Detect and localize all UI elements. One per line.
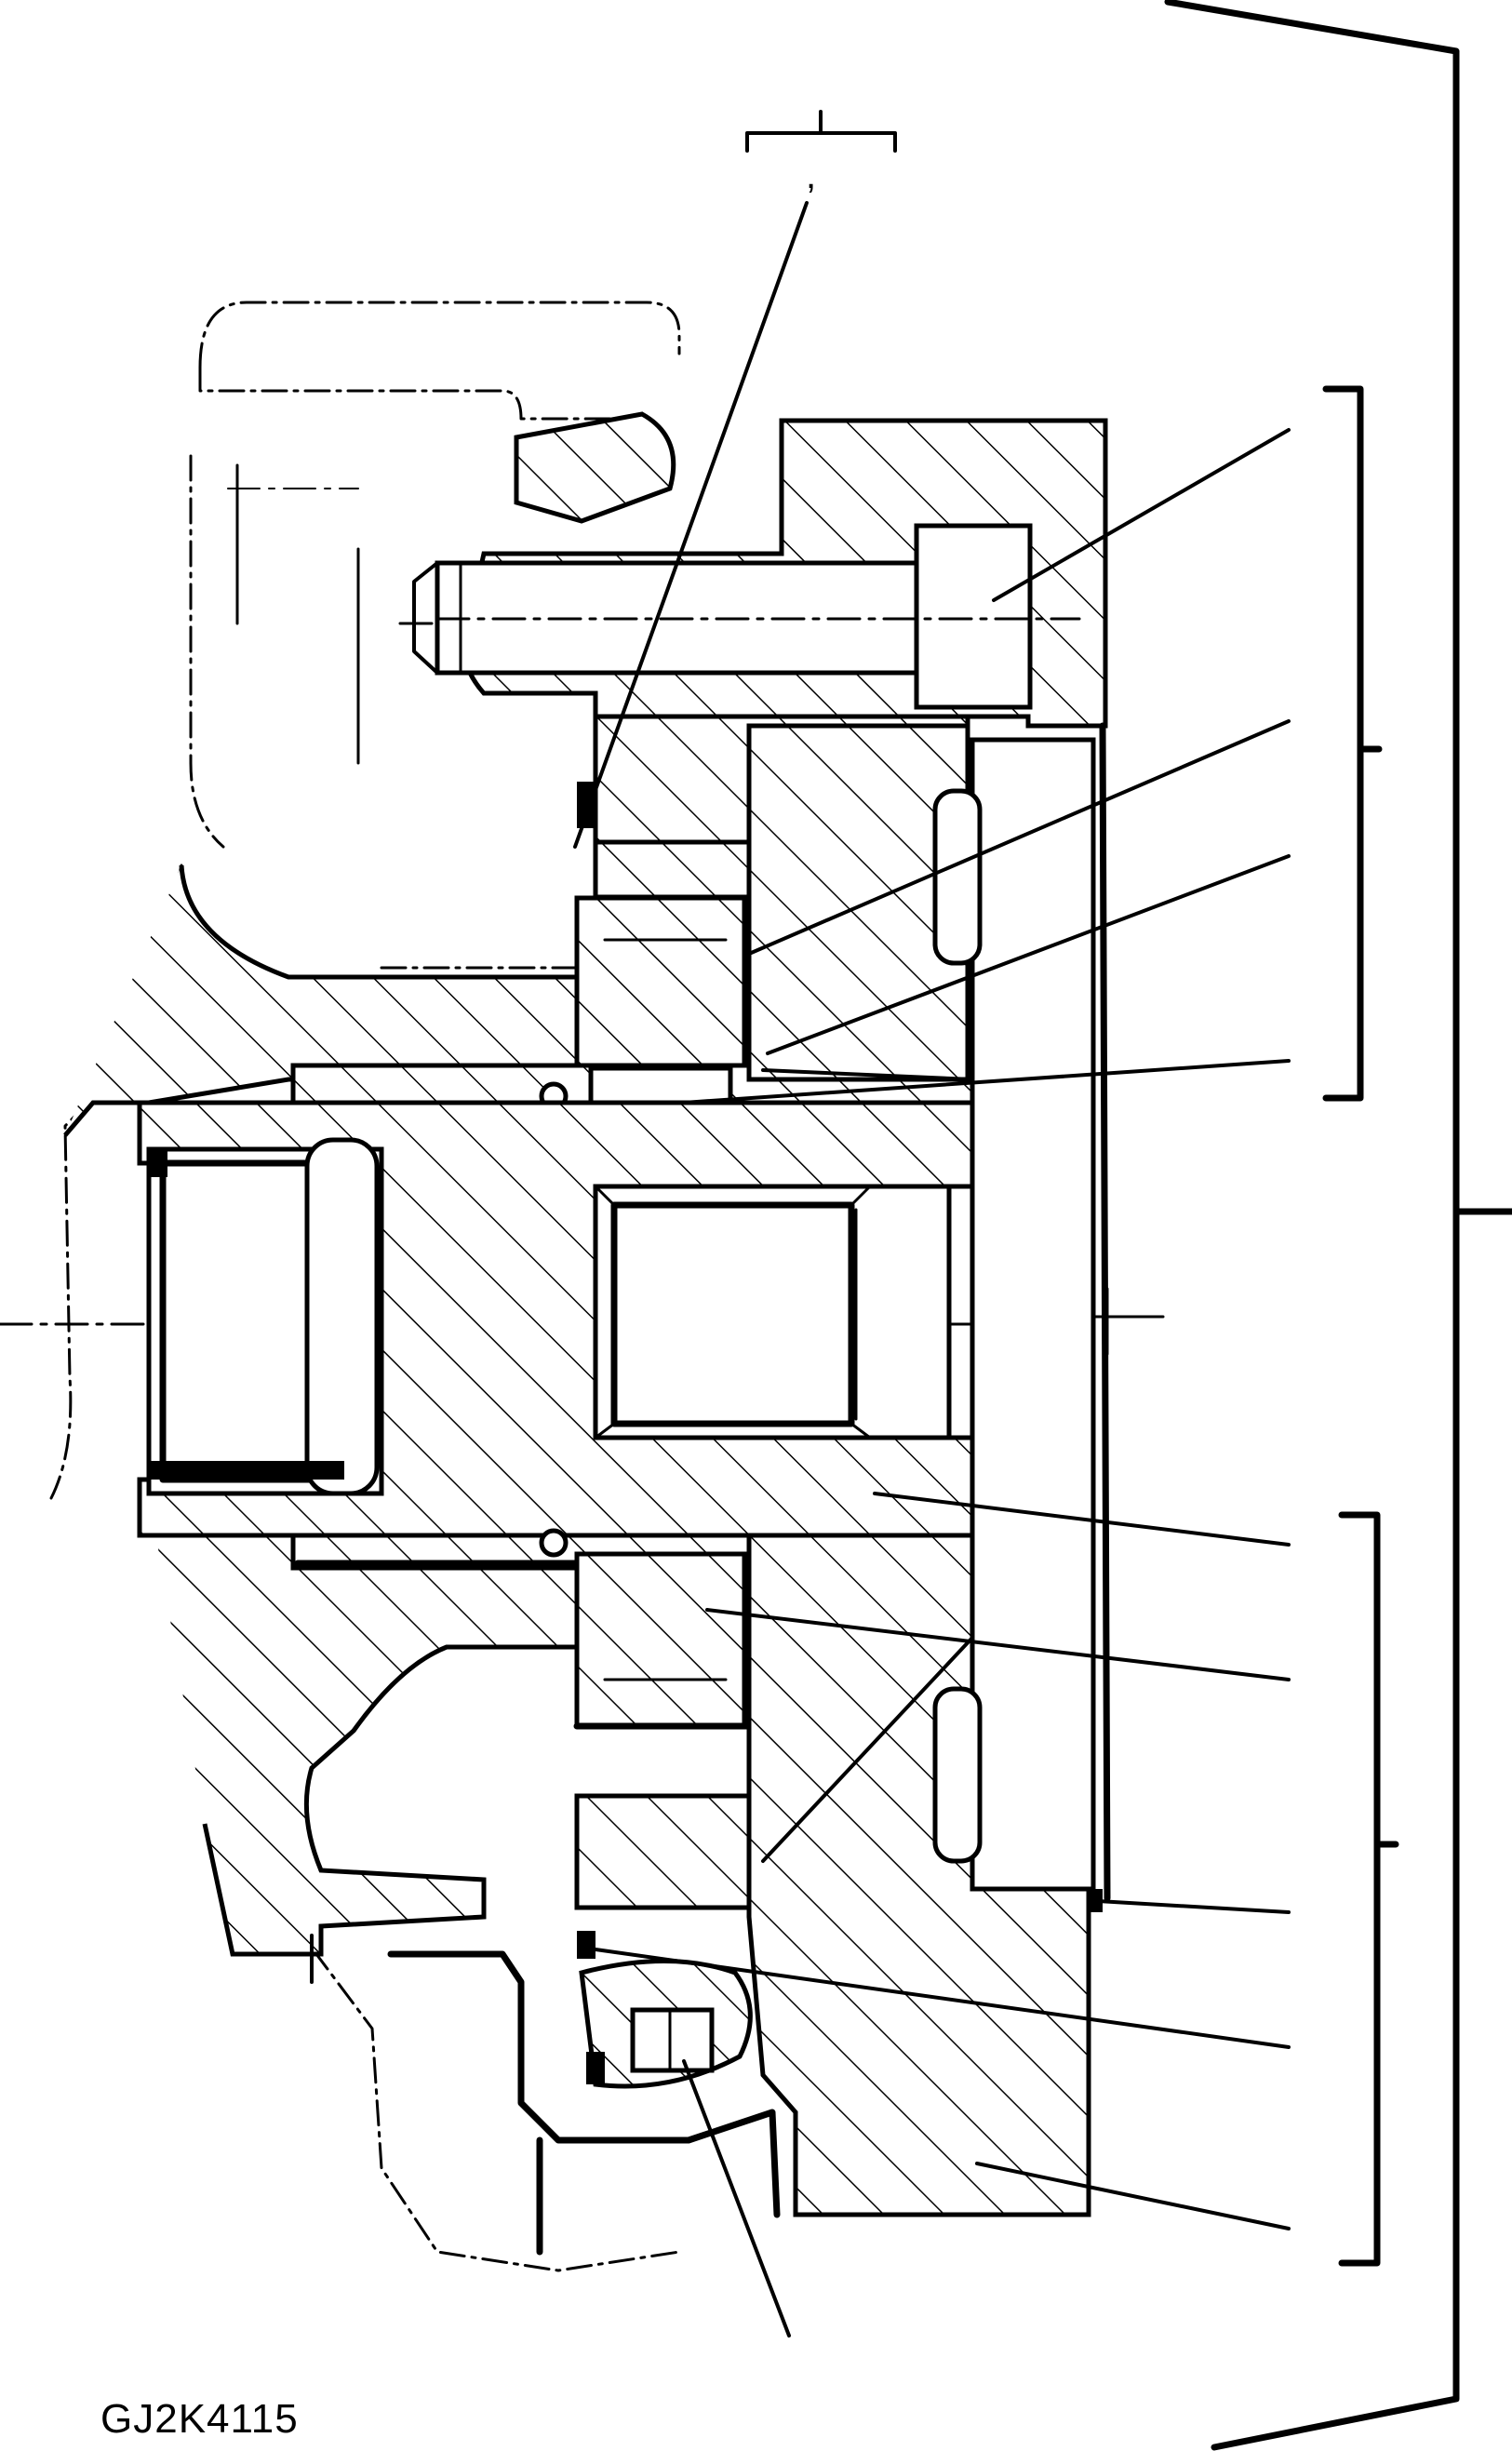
- lower-rotor: [573, 1551, 761, 1910]
- top-callout-bracket: ,: [745, 110, 897, 196]
- top-callout-mark: ,: [806, 155, 816, 196]
- left-bore-bearing: [146, 1137, 384, 1496]
- lower-subassembly-bracket: [1338, 1511, 1399, 2267]
- assembly-bracket: [1164, 0, 1512, 2451]
- upper-subassembly-bracket: [1322, 385, 1383, 1102]
- end-cover-plate: [746, 722, 1111, 2217]
- leader-lines: [573, 201, 1291, 2337]
- relief-plug: [577, 1931, 753, 2089]
- spline-bore: [593, 1184, 952, 1440]
- upper-rotor: [574, 895, 747, 1073]
- lower-housing-outline: [310, 1934, 781, 2256]
- cap-screw: [412, 523, 1081, 710]
- figure-id-label: GJ2K4115: [100, 2396, 299, 2442]
